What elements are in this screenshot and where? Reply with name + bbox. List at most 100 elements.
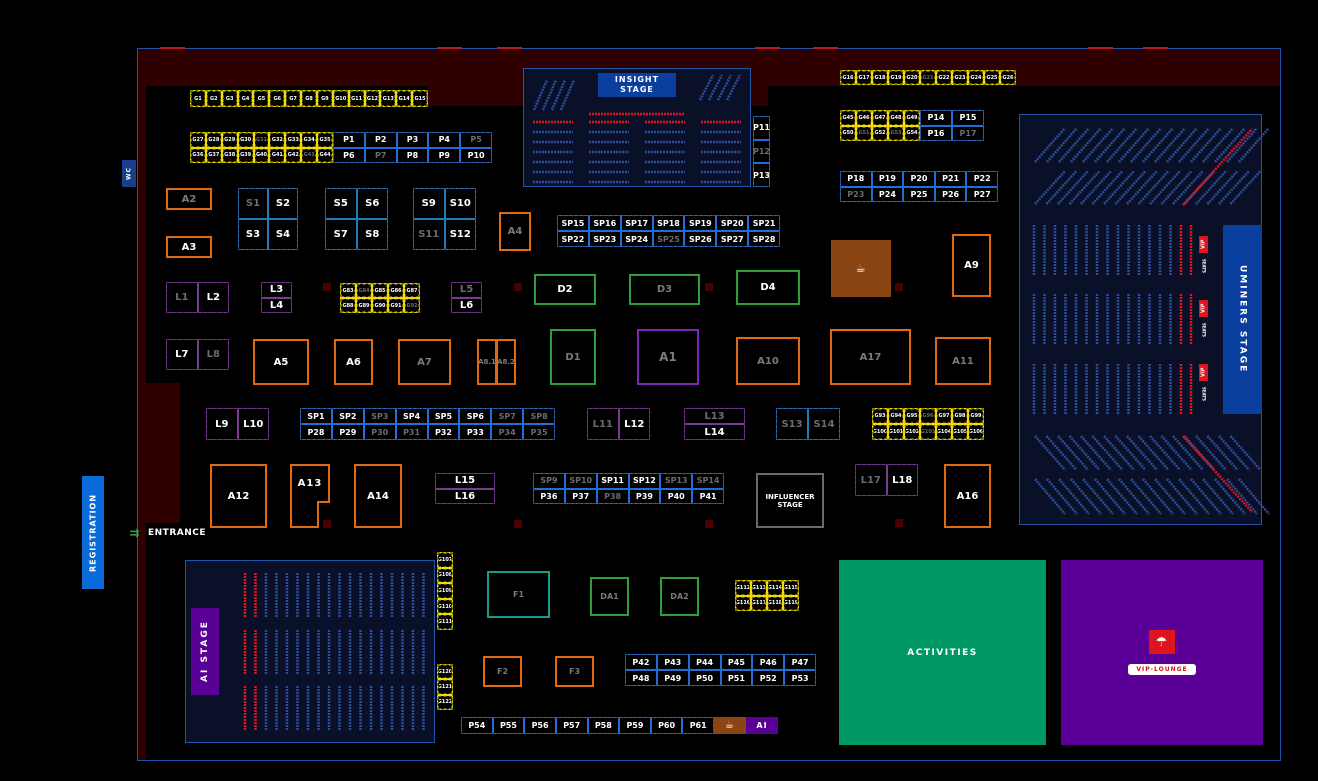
booth-SP15[interactable]: SP15 xyxy=(558,216,588,230)
booth-G8[interactable]: G8 xyxy=(302,91,316,106)
booth-P37[interactable]: P37 xyxy=(565,489,596,503)
booth-P3[interactable]: P3 xyxy=(397,133,428,147)
booth-G98[interactable]: G98 xyxy=(953,409,967,423)
booth-P7[interactable]: P7 xyxy=(365,148,396,162)
booth-S11[interactable]: S11 xyxy=(414,220,444,249)
booth-G40[interactable]: G40 xyxy=(254,148,269,162)
booth-A11[interactable]: A11 xyxy=(935,337,991,385)
booth-G50[interactable]: G50 xyxy=(841,126,855,140)
booth-P15[interactable]: P15 xyxy=(953,111,983,125)
booth-S5[interactable]: S5 xyxy=(326,189,356,218)
booth-P29[interactable]: P29 xyxy=(332,425,363,439)
booth-G108[interactable]: G108 xyxy=(438,568,452,583)
booth-SP7[interactable]: SP7 xyxy=(492,409,523,423)
booth-P5[interactable]: P5 xyxy=(461,133,491,147)
booth-L2[interactable]: L2 xyxy=(198,283,228,312)
booth-SP28[interactable]: SP28 xyxy=(749,232,779,246)
booth-SP11[interactable]: SP11 xyxy=(597,474,628,488)
booth-SP21[interactable]: SP21 xyxy=(749,216,779,230)
booth-G88[interactable]: G88 xyxy=(341,299,355,312)
coffee-cup-icon[interactable]: ☕ xyxy=(714,717,746,734)
booth-G18[interactable]: G18 xyxy=(873,71,887,84)
booth-G49[interactable]: G49 xyxy=(905,111,919,125)
booth-L16[interactable]: L16 xyxy=(436,489,494,503)
booth-DA2[interactable]: DA2 xyxy=(660,577,699,616)
booth-S6[interactable]: S6 xyxy=(357,189,387,218)
booth-P8[interactable]: P8 xyxy=(397,148,428,162)
booth-G87[interactable]: G87 xyxy=(405,284,419,297)
booth-P24[interactable]: P24 xyxy=(872,187,903,201)
booth-G97[interactable]: G97 xyxy=(937,409,951,423)
booth-P49[interactable]: P49 xyxy=(657,671,688,685)
booth-S4[interactable]: S4 xyxy=(269,220,297,249)
booth-G102[interactable]: G102 xyxy=(905,425,919,439)
booth-G11[interactable]: G11 xyxy=(349,91,364,106)
booth-P39[interactable]: P39 xyxy=(629,489,660,503)
booth-F2[interactable]: F2 xyxy=(483,656,522,687)
booth-G53[interactable]: G53 xyxy=(889,126,903,140)
booth-S8[interactable]: S8 xyxy=(357,220,387,249)
booth-G38[interactable]: G38 xyxy=(222,148,237,162)
booth-SP4[interactable]: SP4 xyxy=(396,409,427,423)
booth-L1[interactable]: L1 xyxy=(167,283,197,312)
booth-L5[interactable]: L5 xyxy=(452,283,481,297)
booth-G5[interactable]: G5 xyxy=(254,91,269,106)
booth-A8-2[interactable]: A8.2 xyxy=(496,339,516,385)
booth-P14[interactable]: P14 xyxy=(921,111,951,125)
booth-G42[interactable]: G42 xyxy=(286,148,301,162)
booth-L8[interactable]: L8 xyxy=(198,340,228,369)
booth-L4[interactable]: L4 xyxy=(262,298,291,312)
booth-P40[interactable]: P40 xyxy=(661,489,692,503)
booth-G106[interactable]: G106 xyxy=(969,425,983,439)
booth-G96[interactable]: G96 xyxy=(921,409,935,423)
booth-S3[interactable]: S3 xyxy=(239,220,267,249)
booth-G21[interactable]: G21 xyxy=(921,71,935,84)
booth-G24[interactable]: G24 xyxy=(969,71,983,84)
booth-SP10[interactable]: SP10 xyxy=(565,474,596,488)
booth-G99[interactable]: G99 xyxy=(969,409,983,423)
booth-F3[interactable]: F3 xyxy=(555,656,594,687)
booth-SP12[interactable]: SP12 xyxy=(629,474,660,488)
booth-SP8[interactable]: SP8 xyxy=(524,409,554,423)
booth-S9[interactable]: S9 xyxy=(414,189,444,218)
booth-G9[interactable]: G9 xyxy=(317,91,332,106)
booth-P10[interactable]: P10 xyxy=(461,148,491,162)
booth-P42[interactable]: P42 xyxy=(626,655,656,669)
booth-G104[interactable]: G104 xyxy=(937,425,951,439)
booth-L13[interactable]: L13 xyxy=(685,409,744,423)
booth-P44[interactable]: P44 xyxy=(689,655,720,669)
booth-SP24[interactable]: SP24 xyxy=(621,232,652,246)
booth-P13[interactable]: P13 xyxy=(754,164,769,186)
booth-G1[interactable]: G1 xyxy=(191,91,205,106)
booth-L11[interactable]: L11 xyxy=(588,409,618,439)
booth-A13[interactable]: A13 xyxy=(297,477,323,489)
booth-SP6[interactable]: SP6 xyxy=(460,409,491,423)
activities-area[interactable]: ACTIVITIES xyxy=(839,560,1046,745)
booth-P21[interactable]: P21 xyxy=(935,172,966,186)
booth-P56[interactable]: P56 xyxy=(525,718,555,733)
booth-G83[interactable]: G83 xyxy=(341,284,355,297)
booth-SP1[interactable]: SP1 xyxy=(301,409,331,423)
uminers-stage-label[interactable]: UMINERS STAGE xyxy=(1223,225,1262,414)
booth-P61[interactable]: P61 xyxy=(683,718,713,733)
booth-L18[interactable]: L18 xyxy=(887,465,917,495)
booth-G33[interactable]: G33 xyxy=(286,133,301,147)
coffee-cup-icon[interactable]: ☕ xyxy=(831,240,891,297)
booth-P54[interactable]: P54 xyxy=(462,718,492,733)
booth-G32[interactable]: G32 xyxy=(270,133,285,147)
booth-P57[interactable]: P57 xyxy=(556,718,587,733)
booth-G84[interactable]: G84 xyxy=(357,284,371,297)
booth-P2[interactable]: P2 xyxy=(365,133,396,147)
booth-P22[interactable]: P22 xyxy=(967,172,997,186)
booth-P41[interactable]: P41 xyxy=(693,489,723,503)
booth-G54[interactable]: G54 xyxy=(905,126,919,140)
booth-S13[interactable]: S13 xyxy=(777,409,807,439)
booth-SP19[interactable]: SP19 xyxy=(685,216,716,230)
booth-G6[interactable]: G6 xyxy=(270,91,285,106)
booth-SP18[interactable]: SP18 xyxy=(653,216,684,230)
booth-A9[interactable]: A9 xyxy=(952,234,991,297)
ai-booth[interactable]: AI xyxy=(746,717,778,734)
booth-F1[interactable]: F1 xyxy=(487,571,550,618)
booth-G100[interactable]: G100 xyxy=(873,425,887,439)
booth-G27[interactable]: G27 xyxy=(191,133,205,147)
